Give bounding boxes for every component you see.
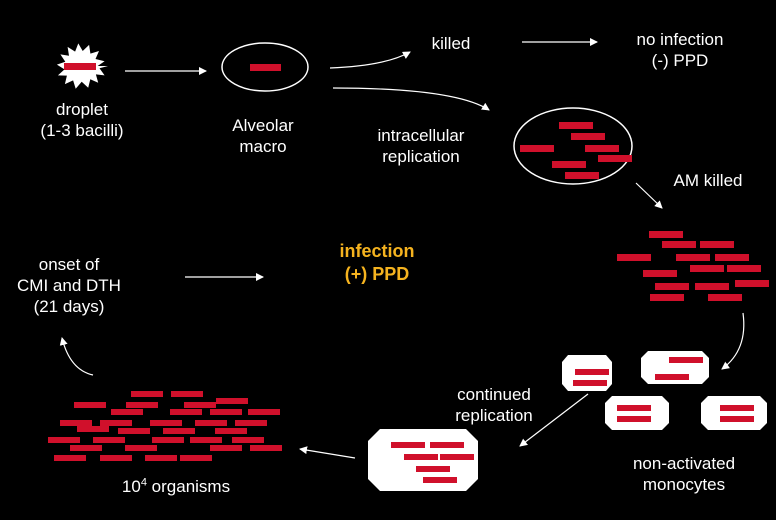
infection-label: infection (+) PPD xyxy=(312,240,442,286)
monocyte-icon xyxy=(641,351,709,384)
onset-line3: (21 days) xyxy=(33,297,105,316)
continued-line2: replication xyxy=(455,406,533,425)
arrow-replication-to-organisms xyxy=(299,446,356,459)
bacillus xyxy=(571,133,605,140)
intracellular-line2: replication xyxy=(382,147,460,166)
flow-arrows xyxy=(59,38,745,459)
non-activated-line1: non-activated xyxy=(632,454,736,473)
alveolar-label-line2: macro xyxy=(239,137,287,156)
no-infection-label: no infection (-) PPD xyxy=(615,29,745,71)
onset-line1: onset of xyxy=(38,255,100,274)
intracellular-line1: intracellular xyxy=(377,126,465,145)
alveolar-macrophage-icon xyxy=(221,42,309,92)
onset-label: onset of CMI and DTH (21 days) xyxy=(8,254,130,317)
organisms-label: 104 organisms xyxy=(100,476,252,497)
alveolar-macro-label: Alveolar macro xyxy=(208,115,318,157)
organisms-base: 10 xyxy=(121,477,141,496)
infected-macrophage-icon xyxy=(513,107,633,185)
bacillus xyxy=(598,155,632,162)
continued-line1: continued xyxy=(457,385,531,404)
killed-label: killed xyxy=(416,33,486,54)
monocyte-icon xyxy=(605,396,669,430)
bacillus xyxy=(250,64,281,71)
continued-replication-label: continued replication xyxy=(440,384,548,426)
infection-line2: (+) PPD xyxy=(344,264,410,284)
monocyte-icon xyxy=(562,355,612,391)
arrow-macrophage-to-am-killed xyxy=(635,182,663,209)
large-monocyte-icon xyxy=(368,429,478,491)
arrow-monocytes-to-replication xyxy=(519,393,589,447)
arrow-macro-to-replication xyxy=(332,87,490,111)
organisms-exponent: 4 xyxy=(140,476,147,489)
intracellular-replication-label: intracellular replication xyxy=(358,125,484,167)
bacillus xyxy=(585,145,619,152)
arrow-macro-to-killed xyxy=(329,51,411,69)
onset-line2: CMI and DTH xyxy=(17,276,121,295)
droplet-starburst-icon xyxy=(56,43,108,89)
droplet-label-line1: droplet xyxy=(56,100,108,119)
organisms-rest: organisms xyxy=(146,477,231,496)
non-activated-monocytes-label: non-activated monocytes xyxy=(616,453,752,495)
bacillus xyxy=(64,63,96,70)
no-infection-line2: (-) PPD xyxy=(651,51,709,70)
am-killed-label: AM killed xyxy=(660,170,756,191)
bacillus xyxy=(559,122,593,129)
alveolar-label-line1: Alveolar xyxy=(232,116,294,135)
arrow-organisms-to-onset xyxy=(59,337,94,376)
non-activated-line2: monocytes xyxy=(642,475,726,494)
no-infection-line1: no infection xyxy=(636,30,724,49)
bacillus xyxy=(520,145,554,152)
droplet-label-line2: (1-3 bacilli) xyxy=(40,121,124,140)
infection-line1: infection xyxy=(339,241,415,261)
killed-text: killed xyxy=(431,34,471,53)
monocyte-icon xyxy=(701,396,767,430)
droplet-label: droplet (1-3 bacilli) xyxy=(22,99,142,141)
released-bacilli-cluster xyxy=(617,231,769,301)
arrow-bacilli-to-monocytes xyxy=(721,312,745,370)
am-killed-text: AM killed xyxy=(673,171,743,190)
bacillus xyxy=(552,161,586,168)
organisms-cluster xyxy=(48,391,282,461)
bacillus xyxy=(565,172,599,179)
